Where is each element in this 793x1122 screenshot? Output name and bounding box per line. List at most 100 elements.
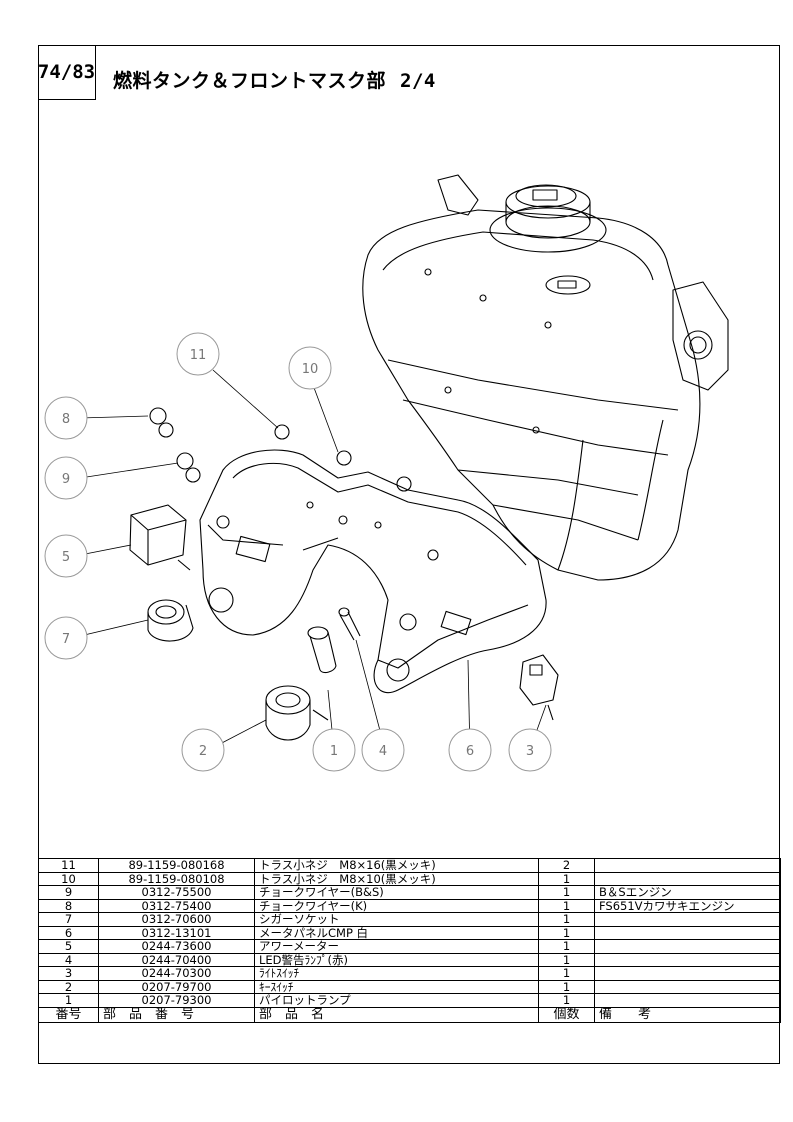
table-header-row: 番号部 品 番 号部 品 名個数備 考 <box>38 1006 781 1023</box>
part-name-cell: パイロットランプ <box>254 993 539 1008</box>
led-lamp <box>338 607 361 641</box>
remarks-cell <box>594 966 781 981</box>
callout-10: 10 <box>302 362 319 377</box>
cigar-socket <box>147 599 194 642</box>
remarks-cell <box>594 925 781 940</box>
remarks-cell <box>594 858 781 873</box>
part-name-cell: LED警告ﾗﾝﾌﾟ(赤) <box>254 952 539 967</box>
part-number-cell: 0312-70600 <box>98 912 255 927</box>
part-number-index-cell: 5 <box>38 939 99 954</box>
part-name-cell: ｷｰｽｲｯﾁ <box>254 979 539 994</box>
part-number-index-cell: 6 <box>38 925 99 940</box>
remarks-cell: FS651Vカワサキエンジン <box>594 898 781 913</box>
part-number-index-cell: 1 <box>38 993 99 1008</box>
callout-5: 5 <box>62 550 70 565</box>
header-remarks: 備 考 <box>594 1006 781 1023</box>
part-number-index-cell: 7 <box>38 912 99 927</box>
page-title: 燃料タンク＆フロントマスク部 2/4 <box>113 66 436 93</box>
part-name-cell: メータパネルCMP 白 <box>254 925 539 940</box>
header-no: 番号 <box>38 1006 99 1023</box>
quantity-cell: 1 <box>538 925 595 940</box>
header-name: 部 品 名 <box>254 1006 539 1023</box>
callout-7: 7 <box>62 632 70 647</box>
pilot-lamp <box>307 626 337 674</box>
part-number-cell: 89-1159-080108 <box>98 871 255 886</box>
key-switch <box>265 685 329 741</box>
part-name-cell: トラス小ネジ M8×10(黒メッキ) <box>254 871 539 886</box>
title-part: 2/4 <box>400 70 436 92</box>
light-switch <box>519 654 559 721</box>
quantity-cell: 1 <box>538 979 595 994</box>
quantity-cell: 1 <box>538 966 595 981</box>
title-text: 燃料タンク＆フロントマスク部 <box>113 70 387 92</box>
part-number-cell: 0244-73600 <box>98 939 255 954</box>
part-number-index-cell: 9 <box>38 885 99 900</box>
part-number-index-cell: 8 <box>38 898 99 913</box>
choke-knobs <box>149 407 201 483</box>
callout-2: 2 <box>199 744 207 759</box>
callout-9: 9 <box>62 472 70 487</box>
header-qty: 個数 <box>538 1006 595 1023</box>
part-name-cell: チョークワイヤー(B&S) <box>254 885 539 900</box>
truss-screws <box>274 424 412 492</box>
quantity-cell: 2 <box>538 858 595 873</box>
meter-panel <box>199 449 547 694</box>
callout-1: 1 <box>330 744 338 759</box>
quantity-cell: 1 <box>538 939 595 954</box>
part-number-index-cell: 4 <box>38 952 99 967</box>
quantity-cell: 1 <box>538 912 595 927</box>
quantity-cell: 1 <box>538 898 595 913</box>
page-number: 74/83 <box>38 45 96 100</box>
quantity-cell: 1 <box>538 885 595 900</box>
callout-8: 8 <box>62 412 70 427</box>
exploded-parts-diagram: 11 10 8 9 5 7 2 1 4 6 3 <box>44 174 729 772</box>
part-number-index-cell: 11 <box>38 858 99 873</box>
part-number-index-cell: 10 <box>38 871 99 886</box>
part-number-cell: 0244-70400 <box>98 952 255 967</box>
part-name-cell: トラス小ネジ M8×16(黒メッキ) <box>254 858 539 873</box>
remarks-cell: B＆Sエンジン <box>594 885 781 900</box>
remarks-cell <box>594 952 781 967</box>
callout-3: 3 <box>526 744 534 759</box>
part-number-cell: 0312-75400 <box>98 898 255 913</box>
callout-6: 6 <box>466 744 474 759</box>
part-name-cell: アワーメーター <box>254 939 539 954</box>
part-number-cell: 0312-13101 <box>98 925 255 940</box>
remarks-cell <box>594 912 781 927</box>
part-number-cell: 0207-79300 <box>98 993 255 1008</box>
remarks-cell <box>594 979 781 994</box>
part-name-cell: シガーソケット <box>254 912 539 927</box>
part-name-cell: ﾗｲﾄｽｲｯﾁ <box>254 966 539 981</box>
page-frame <box>38 45 780 1064</box>
part-number-index-cell: 2 <box>38 979 99 994</box>
part-name-cell: チョークワイヤー(K) <box>254 898 539 913</box>
remarks-cell <box>594 939 781 954</box>
part-number-cell: 0207-79700 <box>98 979 255 994</box>
fuel-tank <box>362 174 729 581</box>
part-number-cell: 0244-70300 <box>98 966 255 981</box>
part-number-index-cell: 3 <box>38 966 99 981</box>
callout-11: 11 <box>190 348 207 363</box>
quantity-cell: 1 <box>538 871 595 886</box>
callout-4: 4 <box>379 744 387 759</box>
header-part-no: 部 品 番 号 <box>98 1006 255 1023</box>
remarks-cell <box>594 871 781 886</box>
part-number-cell: 89-1159-080168 <box>98 858 255 873</box>
remarks-cell <box>594 993 781 1008</box>
part-number-cell: 0312-75500 <box>98 885 255 900</box>
hour-meter <box>129 504 191 571</box>
quantity-cell: 1 <box>538 993 595 1008</box>
